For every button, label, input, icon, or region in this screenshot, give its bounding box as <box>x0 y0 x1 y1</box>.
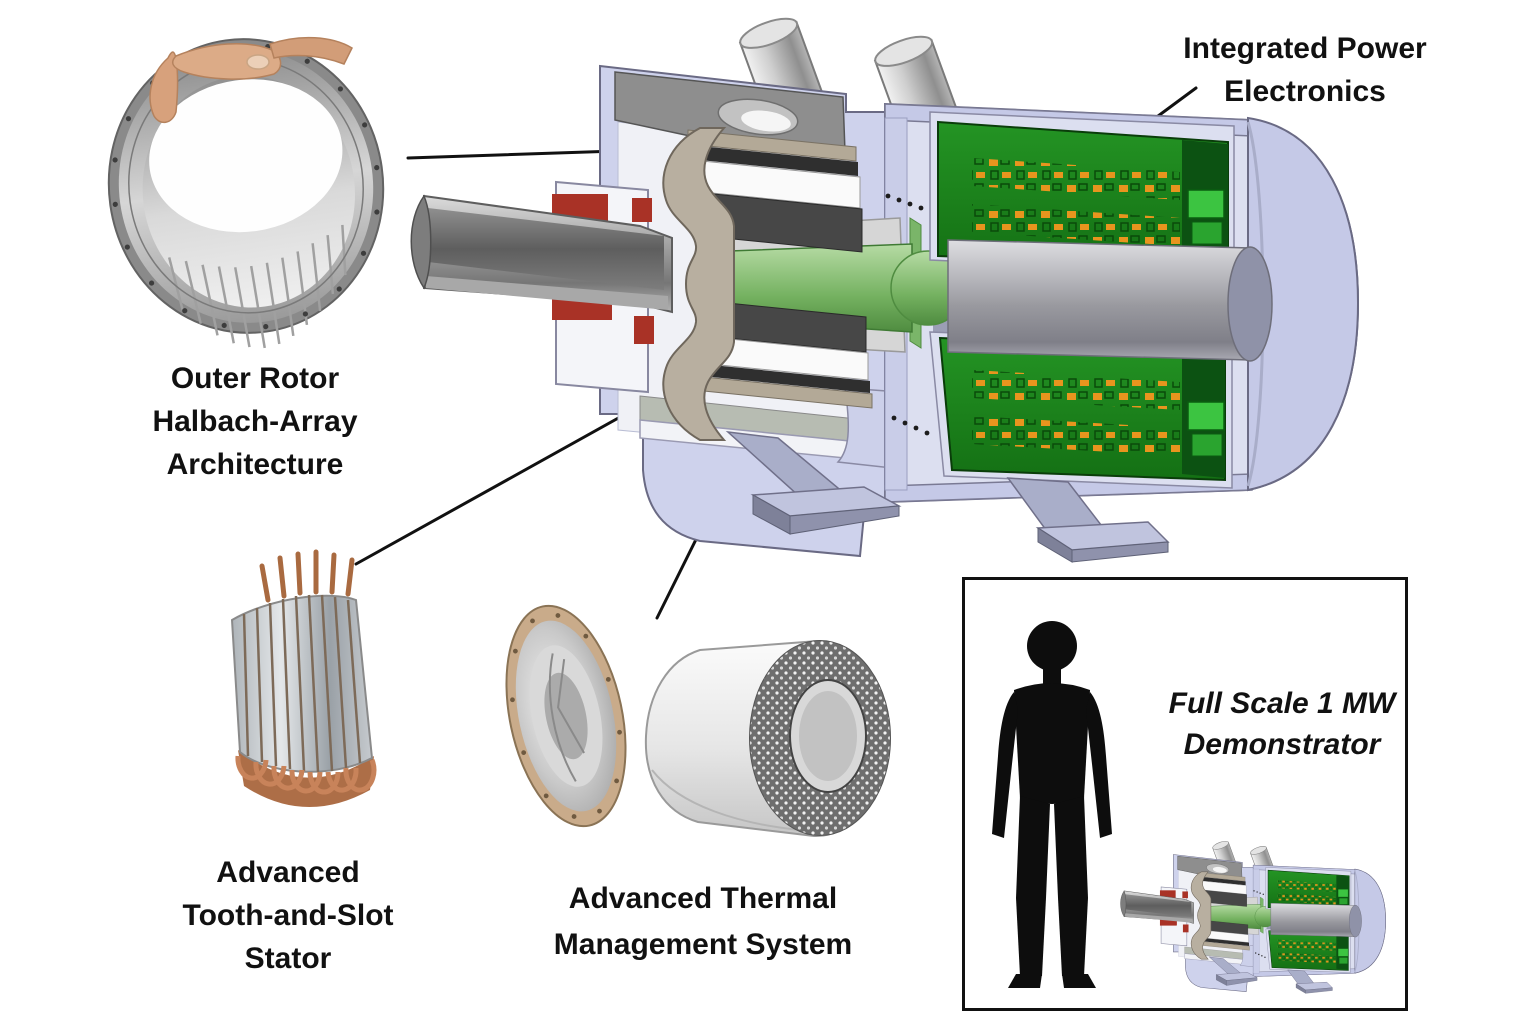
thermal-cylinder-image <box>644 639 891 838</box>
label-full-scale-demonstrator: Full Scale 1 MW Demonstrator <box>1082 683 1482 765</box>
outer-rotor-photo <box>107 36 385 349</box>
label-line: Advanced <box>216 856 360 889</box>
label-line: Management System <box>553 928 853 961</box>
label-line: Demonstrator <box>1183 728 1381 761</box>
rotor-bolt-holes <box>112 44 380 330</box>
stator-photo <box>230 549 377 808</box>
label-line: Tooth-and-Slot <box>182 899 394 932</box>
end-bell-bolt-holes <box>510 613 622 819</box>
copper-end-windings <box>235 755 377 795</box>
label-thermal-management: Advanced Thermal Management System <box>518 876 888 968</box>
demonstrator-box <box>962 577 1408 1011</box>
label-line: Outer Rotor <box>170 362 340 395</box>
label-line: Integrated Power <box>1183 32 1427 65</box>
label-outer-rotor: Outer Rotor Halbach-Array Architecture <box>90 357 420 486</box>
stator-slot-lines <box>242 594 362 773</box>
label-line: Advanced Thermal <box>568 882 838 915</box>
label-line: Halbach-Array <box>152 405 358 438</box>
human-silhouette <box>992 621 1112 988</box>
copper-leads <box>259 549 355 603</box>
label-line: Stator <box>244 942 332 975</box>
thermal-end-bell-image <box>505 604 627 828</box>
label-line: Architecture <box>166 448 344 481</box>
label-integrated-power-electronics: Integrated Power Electronics <box>1140 27 1470 113</box>
label-line: Electronics <box>1224 75 1386 108</box>
hand-icon <box>149 36 353 124</box>
label-tooth-and-slot-stator: Advanced Tooth-and-Slot Stator <box>123 851 453 980</box>
label-line: Full Scale 1 MW <box>1168 687 1396 720</box>
